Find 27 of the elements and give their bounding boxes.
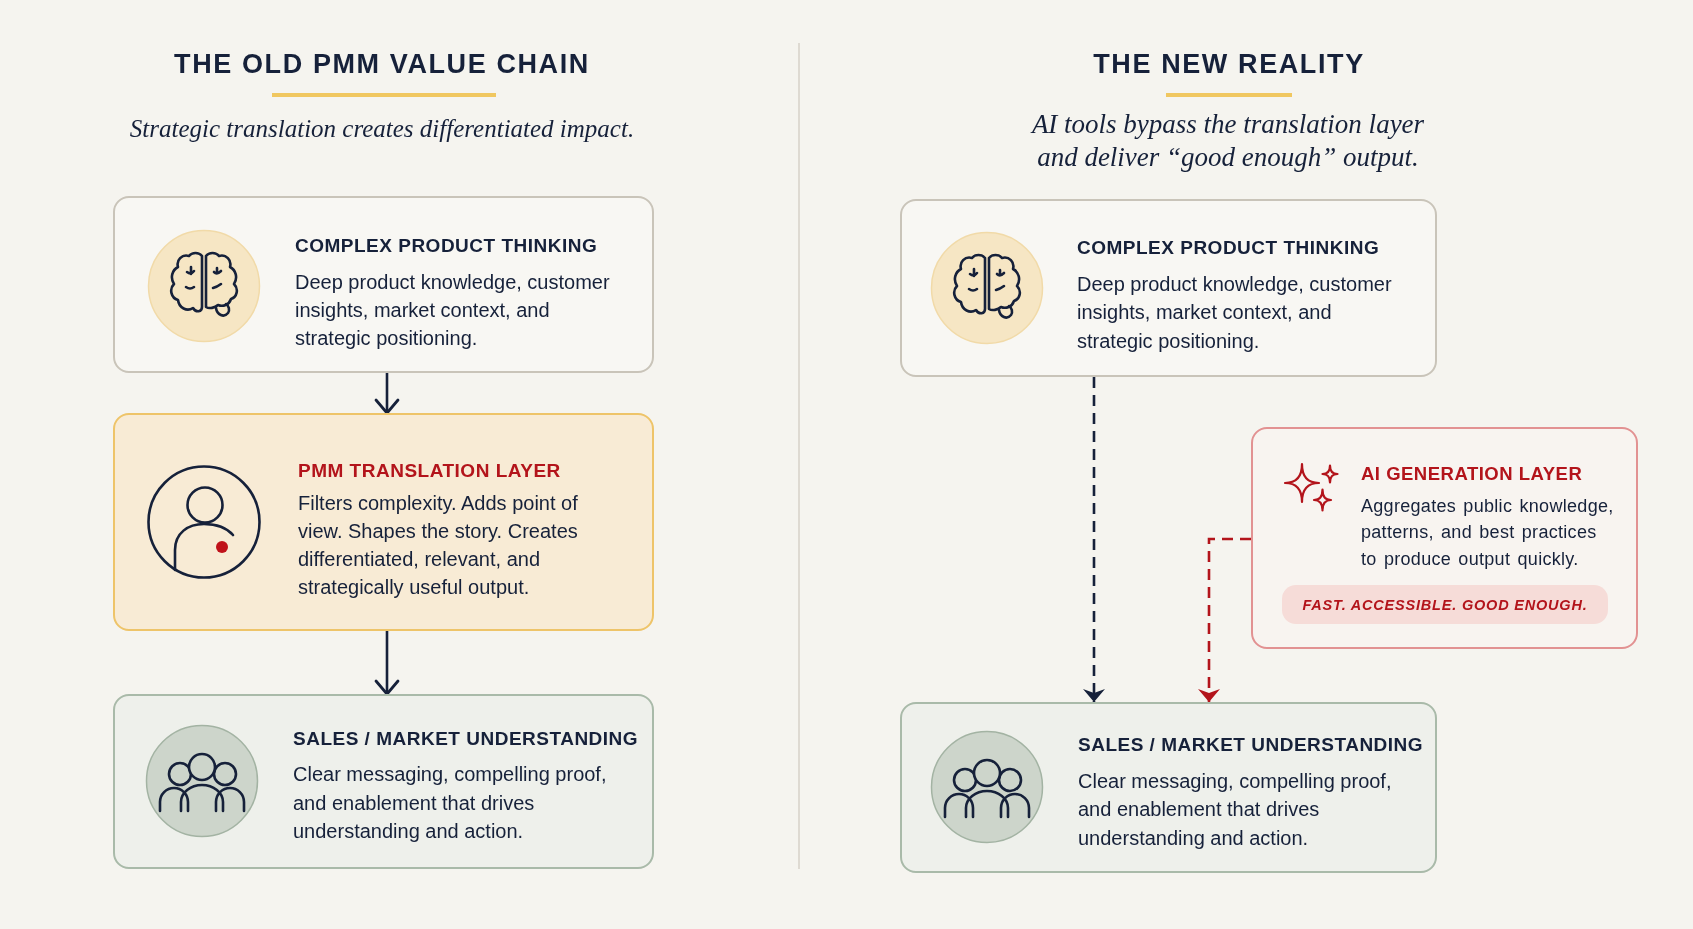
stage-card <box>113 196 654 373</box>
card-description: Filters complexity. Adds point of view. Shapes the story. Creates differentiated, relevant, and strategically useful output. <box>298 491 579 600</box>
column-subtitle: AI tools bypass the translation layer and deliver “good enough” output. <box>1029 108 1426 173</box>
card-heading: AI GENERATION LAYER <box>1361 461 1583 486</box>
card-heading: COMPLEX PRODUCT THINKING <box>295 233 598 258</box>
stage-card <box>113 694 654 869</box>
card-heading: COMPLEX PRODUCT THINKING <box>1077 235 1380 260</box>
arrow <box>374 631 400 696</box>
card-description: Clear messaging, compelling proof, and enablement that drives understanding and action. <box>293 762 608 844</box>
stage-card <box>900 199 1437 377</box>
card-heading: SALES / MARKET UNDERSTANDING <box>293 726 639 751</box>
column-subtitle: Strategic translation creates differentiated impact. <box>129 114 635 144</box>
arrow <box>374 373 400 415</box>
tagline-badge: FAST. ACCESSIBLE. GOOD ENOUGH. <box>1282 585 1608 624</box>
stage-card <box>113 413 654 631</box>
dashed-arrow <box>1198 537 1251 702</box>
card-description: Aggregates public knowledge, patterns, and best practices to produce output quickly. <box>1361 494 1615 571</box>
card-heading: PMM TRANSLATION LAYER <box>298 458 561 483</box>
column-title: THE OLD PMM VALUE CHAIN <box>174 48 590 81</box>
stage-card <box>1251 427 1638 649</box>
dashed-arrow <box>1083 377 1105 702</box>
card-heading: SALES / MARKET UNDERSTANDING <box>1078 732 1424 757</box>
card-description: Deep product knowledge, customer insights, market context, and strategic positioning. <box>295 269 611 352</box>
card-description: Deep product knowledge, customer insights, market context, and strategic positioning. <box>1077 271 1393 354</box>
stage-card <box>900 702 1437 873</box>
column-title: THE NEW REALITY <box>1093 48 1365 81</box>
card-description: Clear messaging, compelling proof, and enablement that drives understanding and action. <box>1078 768 1393 851</box>
